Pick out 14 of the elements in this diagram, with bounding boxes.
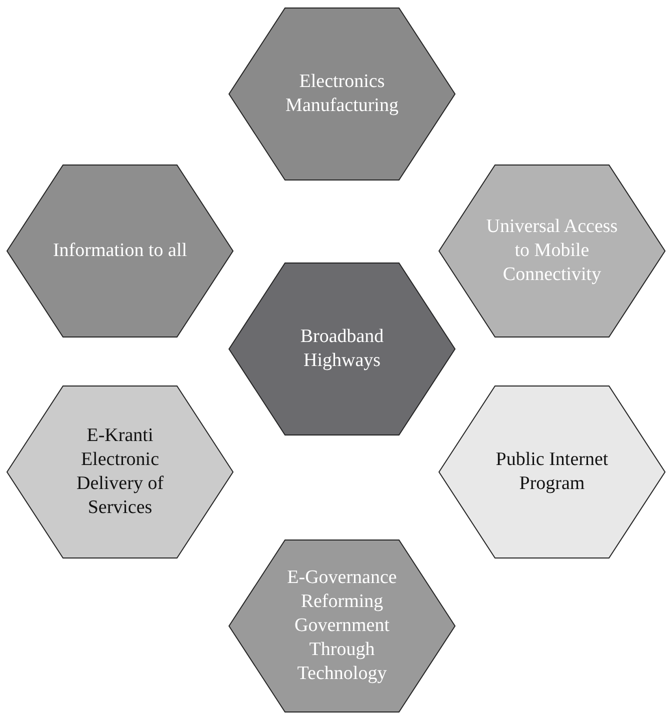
hexagon [6,386,234,558]
hexagon-label: E-Kranti Electronic Delivery of Services [75,424,165,520]
hexagon-label: Electronics Manufacturing [284,70,400,118]
hexagon-label: Broadband Highways [299,325,385,373]
hexagon [228,540,456,712]
hexagon [438,164,666,338]
hexagon-label: Universal Access to Mobile Connectivity [485,215,619,287]
hexagon [6,164,234,338]
hexagon-label: Public Internet Program [494,448,610,496]
hexagon-label: E-Governance Reforming Government Through Technology [286,566,398,686]
hexagon [228,8,456,180]
hexagon-label: Information to all [52,239,188,263]
hexagon [438,386,666,558]
hexagon [228,262,456,436]
